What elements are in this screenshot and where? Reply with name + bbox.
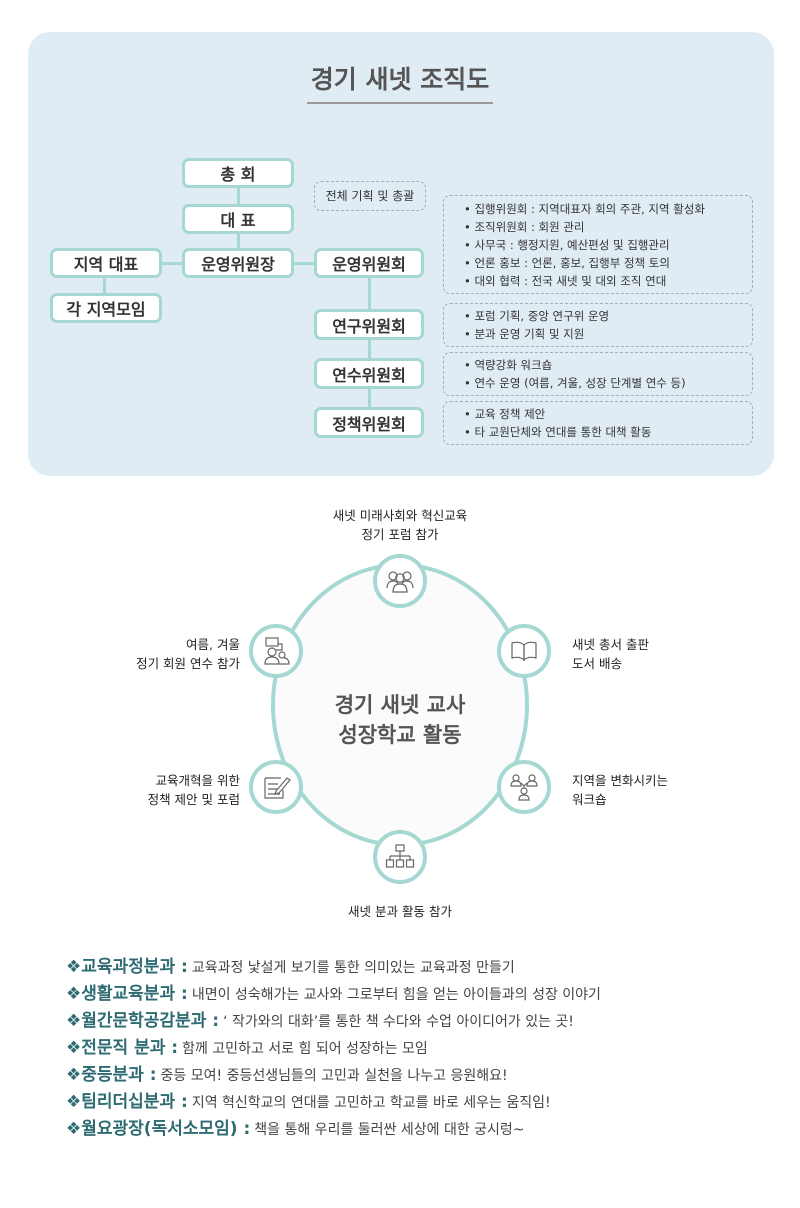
node-research-committee: 연구위원회 <box>314 309 424 340</box>
note-steering-committee: 집행위원회 : 지역대표자 회의 주관, 지역 활성화 조직위원회 : 회원 관… <box>443 195 753 294</box>
connector-line <box>368 277 371 437</box>
subgroup-item: ❖중등분과 : 중등 모여! 중등선생님들의 고민과 실천을 나누고 응원해요! <box>66 1060 786 1087</box>
activity-center-title: 경기 새넷 교사 성장학교 활동 <box>334 693 466 747</box>
diamond-bullet-icon: ❖ <box>66 1119 82 1139</box>
diamond-bullet-icon: ❖ <box>66 1038 82 1058</box>
activity-label-forum: 새넷 미래사회와 혁신교육 정기 포럼 참가 <box>332 508 468 542</box>
subgroup-desc: 내면이 성숙해가는 교사와 그로부터 힘을 얻는 아이들과의 성장 이야기 <box>191 987 601 1003</box>
note-representative: 전체 기획 및 총괄 <box>314 181 426 211</box>
connector-line <box>237 186 240 206</box>
node-steering-committee: 운영위원회 <box>314 248 424 278</box>
subgroup-name: 월간문학공감분과 : <box>81 1011 220 1031</box>
node-regional-groups: 각 지역모임 <box>50 293 162 323</box>
subgroup-desc: 책을 통해 우리를 둘러싼 세상에 대한 궁시렁~ <box>254 1122 525 1138</box>
activity-label-workshop: 지역을 변화시키는 워크숍 <box>572 773 668 807</box>
subgroup-item: ❖팀리더십분과 : 지역 혁신학교의 연대를 고민하고 학교를 바로 세우는 움… <box>66 1087 786 1114</box>
subgroup-list: ❖교육과정분과 : 교육과정 낯설게 보기를 통한 의미있는 교육과정 만들기 … <box>66 952 786 1141</box>
group-people-icon <box>386 571 414 593</box>
note-research-committee: 포럼 기획, 중앙 연구위 운영 분과 운영 기획 및 지원 <box>443 303 753 347</box>
note-item: 타 교원단체와 연대를 통한 대책 활동 <box>464 423 752 441</box>
subgroup-item: ❖월요광장(독서소모임) : 책을 통해 우리를 둘러싼 세상에 대한 궁시렁~ <box>66 1114 786 1141</box>
subgroup-name: 팀리더십분과 : <box>81 1092 188 1112</box>
diamond-bullet-icon: ❖ <box>66 984 82 1004</box>
connector-line <box>103 277 106 295</box>
activity-label-subgroup: 새넷 분과 활동 참가 <box>348 904 452 919</box>
note-item: 교육 정책 제안 <box>464 405 752 423</box>
activity-label-training: 여름, 겨울 정기 회원 연수 참가 <box>136 637 240 671</box>
subgroup-item: ❖생활교육분과 : 내면이 성숙해가는 교사와 그로부터 힘을 얻는 아이들과의… <box>66 979 786 1006</box>
diamond-bullet-icon: ❖ <box>66 957 82 977</box>
network-people-icon <box>510 774 538 801</box>
subgroup-desc: ‘ 작가와의 대화’를 통한 책 수다와 수업 아이디어가 있는 곳! <box>223 1014 574 1030</box>
diamond-bullet-icon: ❖ <box>66 1011 82 1031</box>
subgroup-name: 중등분과 : <box>81 1065 157 1085</box>
org-chart-title: 경기 새넷 조직도 <box>0 60 800 104</box>
subgroup-item: ❖교육과정분과 : 교육과정 낯설게 보기를 통한 의미있는 교육과정 만들기 <box>66 952 786 979</box>
subgroup-name: 생활교육분과 : <box>81 984 188 1004</box>
presentation-people-icon <box>264 637 290 665</box>
subgroup-name: 월요광장(독서소모임) : <box>81 1119 251 1139</box>
node-representative: 대 표 <box>182 204 294 234</box>
diamond-bullet-icon: ❖ <box>66 1092 82 1112</box>
subgroup-desc: 중등 모여! 중등선생님들의 고민과 실천을 나누고 응원해요! <box>160 1068 508 1084</box>
note-item: 언론 홍보 : 언론, 홍보, 집행부 정책 토의 <box>464 254 752 272</box>
subgroup-desc: 함께 고민하고 서로 힘 되어 성장하는 모임 <box>182 1041 428 1057</box>
open-book-icon <box>511 641 537 662</box>
hub-workshop <box>497 760 551 814</box>
subgroup-item: ❖월간문학공감분과 : ‘ 작가와의 대화’를 통한 책 수다와 수업 아이디어… <box>66 1006 786 1033</box>
note-policy-committee: 교육 정책 제안 타 교원단체와 연대를 통한 대책 활동 <box>443 401 753 445</box>
note-item: 사무국 : 행정지원, 예산편성 및 집행관리 <box>464 236 752 254</box>
subgroup-desc: 교육과정 낯설게 보기를 통한 의미있는 교육과정 만들기 <box>191 960 515 976</box>
subgroup-name: 교육과정분과 : <box>81 957 188 977</box>
note-item: 역량강화 워크숍 <box>464 356 752 374</box>
note-item: 포럼 기획, 중앙 연구위 운영 <box>464 307 752 325</box>
connector-line <box>237 232 240 248</box>
subgroup-item: ❖전문직 분과 : 함께 고민하고 서로 힘 되어 성장하는 모임 <box>66 1033 786 1060</box>
activity-label-policy: 교육개혁을 위한 정책 제안 및 포럼 <box>147 773 240 807</box>
note-item: 대외 협력 : 전국 새넷 및 대외 조직 연대 <box>464 272 752 290</box>
subgroup-name: 전문직 분과 : <box>81 1038 179 1058</box>
node-regional-rep: 지역 대표 <box>50 248 162 278</box>
note-item: 연수 운영 (여름, 겨울, 성장 단계별 연수 등) <box>464 374 752 392</box>
hub-policy <box>249 760 303 814</box>
document-pen-icon <box>264 777 291 799</box>
org-chart-icon <box>385 844 415 868</box>
connector-line <box>292 262 316 265</box>
hub-forum <box>373 554 427 608</box>
note-item: 분과 운영 기획 및 지원 <box>464 325 752 343</box>
subgroup-desc: 지역 혁신학교의 연대를 고민하고 학교를 바로 세우는 움직임! <box>191 1095 551 1111</box>
node-general-assembly: 총 회 <box>182 158 294 188</box>
node-steering-chair: 운영위원장 <box>182 248 294 278</box>
hub-publication <box>497 624 551 678</box>
hub-subgroup <box>373 830 427 884</box>
node-policy-committee: 정책위원회 <box>314 407 424 438</box>
note-item: 집행위원회 : 지역대표자 회의 주관, 지역 활성화 <box>464 200 752 218</box>
note-item: 조직위원회 : 회원 관리 <box>464 218 752 236</box>
note-training-committee: 역량강화 워크숍 연수 운영 (여름, 겨울, 성장 단계별 연수 등) <box>443 352 753 396</box>
diamond-bullet-icon: ❖ <box>66 1065 82 1085</box>
connector-line <box>160 262 184 265</box>
node-training-committee: 연수위원회 <box>314 358 424 389</box>
hub-training <box>249 624 303 678</box>
activity-label-publication: 새넷 총서 출판 도서 배송 <box>572 637 649 671</box>
